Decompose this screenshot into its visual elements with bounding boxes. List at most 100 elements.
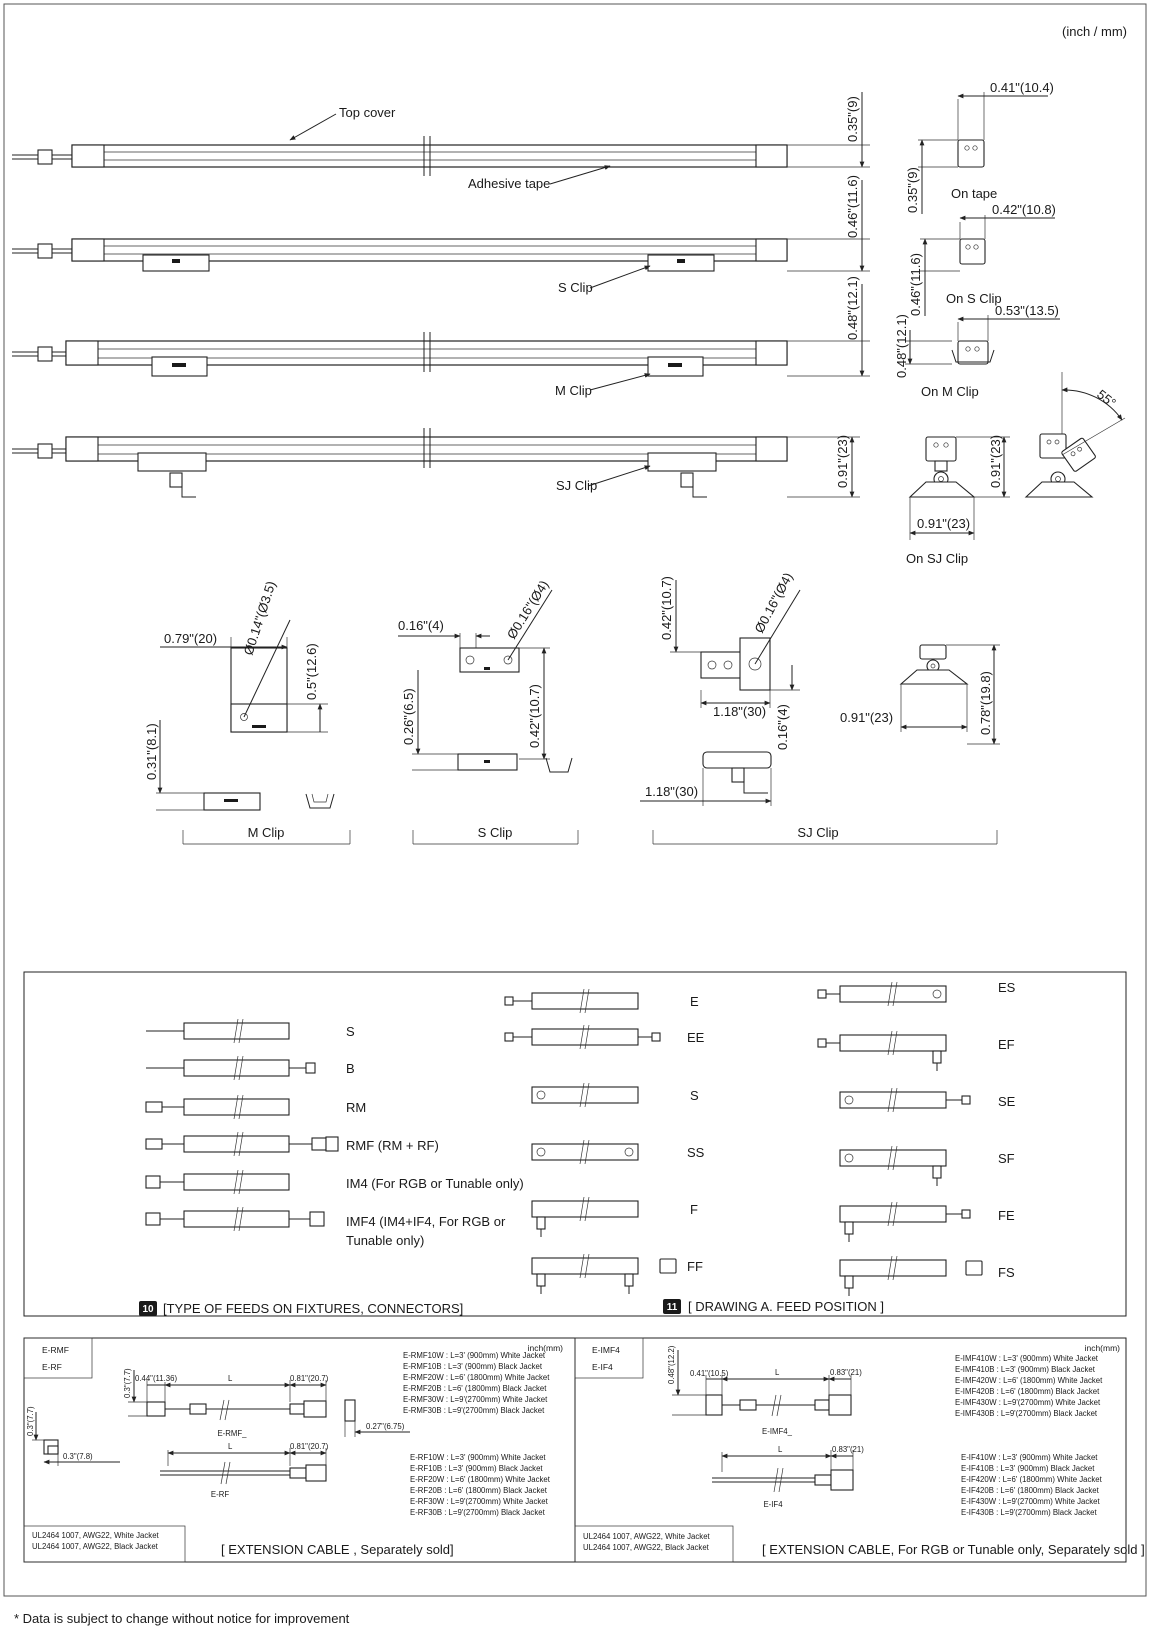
svg-text:E-IF420W : L=6' (1800mm) White: E-IF420W : L=6' (1800mm) White Jacket xyxy=(961,1475,1103,1484)
svg-text:E-RF10B : L=3' (900mm) Black: E-RF10B : L=3' (900mm) Black Jacket xyxy=(410,1464,543,1473)
svg-text:SE: SE xyxy=(998,1094,1016,1109)
label-s-clip: S Clip xyxy=(558,280,593,295)
rail-on-m-clip xyxy=(12,332,788,377)
svg-text:0.16"(4): 0.16"(4) xyxy=(398,618,444,633)
svg-text:M Clip: M Clip xyxy=(248,825,285,840)
svg-text:[ EXTENSION CABLE, For RGB or: [ EXTENSION CABLE, For RGB or Tunable on… xyxy=(762,1542,1145,1557)
svg-text:10: 10 xyxy=(142,1304,154,1315)
svg-text:0.3"(7.7): 0.3"(7.7) xyxy=(26,1406,35,1436)
rail-on-sj-clip xyxy=(12,428,788,498)
svg-text:E-RF: E-RF xyxy=(42,1362,62,1372)
svg-text:L: L xyxy=(775,1368,780,1377)
feed-connectors: S B RM RMF (RM + RF) IM4 (For RGB or Tun… xyxy=(145,1018,524,1248)
rail-on-s-clip xyxy=(12,238,788,272)
svg-text:0.83"(21): 0.83"(21) xyxy=(830,1368,862,1377)
rail-dimensions: 0.35"(9) 0.46"(11.6) 0.48"(12.1) 0.91"(2… xyxy=(787,92,870,498)
svg-text:0.48"(12.1): 0.48"(12.1) xyxy=(845,276,860,340)
svg-text:SJ Clip: SJ Clip xyxy=(797,825,838,840)
label-m-clip: M Clip xyxy=(555,383,592,398)
svg-text:E-IMF420B : L=6' (1800mm) Blac: E-IMF420B : L=6' (1800mm) Black Jacket xyxy=(955,1387,1100,1396)
svg-text:0.41"(10.4): 0.41"(10.4) xyxy=(990,80,1054,95)
section-on-tape: 0.41"(10.4) 0.35"(9) On tape xyxy=(905,80,1054,214)
svg-text:UL2464 1007, AWG22, Black Jack: UL2464 1007, AWG22, Black Jacket xyxy=(583,1543,710,1552)
svg-text:S: S xyxy=(346,1024,355,1039)
svg-text:Tunable only): Tunable only) xyxy=(346,1233,424,1248)
svg-text:On tape: On tape xyxy=(951,186,997,201)
svg-text:E-RMF30W : L=9'(2700mm) White: E-RMF30W : L=9'(2700mm) White Jacket xyxy=(403,1395,548,1404)
svg-text:RM: RM xyxy=(346,1100,366,1115)
page-frame xyxy=(3,3,1147,1597)
svg-text:0.35"(9): 0.35"(9) xyxy=(845,96,860,142)
svg-text:On SJ Clip: On SJ Clip xyxy=(906,551,968,566)
svg-text:E-IMF410W : L=3' (900mm) Whit: E-IMF410W : L=3' (900mm) White Jacket xyxy=(955,1354,1099,1363)
svg-text:E-RMF20B : L=6' (1800mm) Black: E-RMF20B : L=6' (1800mm) Black Jacket xyxy=(403,1384,547,1393)
svg-text:[ EXTENSION CABLE , Separately: [ EXTENSION CABLE , Separately sold] xyxy=(221,1542,454,1557)
svg-text:E-IF410W : L=3' (900mm) White: E-IF410W : L=3' (900mm) White Jacket xyxy=(961,1453,1098,1462)
svg-text:0.48"(12.1): 0.48"(12.1) xyxy=(894,314,909,378)
svg-text:E-IMF4_: E-IMF4_ xyxy=(762,1427,793,1436)
label-sj-clip: SJ Clip xyxy=(556,478,597,493)
svg-text:0.53"(13.5): 0.53"(13.5) xyxy=(995,303,1059,318)
svg-text:Ø0.16"(Ø4): Ø0.16"(Ø4) xyxy=(751,570,795,635)
svg-text:E-RF20W : L=6' (1800mm) White: E-RF20W : L=6' (1800mm) White Jacket xyxy=(410,1475,551,1484)
svg-text:0.42"(10.8): 0.42"(10.8) xyxy=(992,202,1056,217)
clip-sj-detail: 0.42"(10.7) Ø0.16"(Ø4) 1.18"(30) 0.16"(4… xyxy=(640,570,1000,845)
svg-text:SF: SF xyxy=(998,1151,1015,1166)
svg-text:E-IF430B : L=9'(2700mm) Black: E-IF430B : L=9'(2700mm) Black Jacket xyxy=(961,1508,1097,1517)
svg-text:E-RMF: E-RMF xyxy=(42,1345,69,1355)
svg-text:E: E xyxy=(690,994,699,1009)
svg-text:E-IF4: E-IF4 xyxy=(592,1362,613,1372)
svg-text:55°: 55° xyxy=(1094,387,1119,411)
svg-text:B: B xyxy=(346,1061,355,1076)
svg-text:0.91"(23): 0.91"(23) xyxy=(988,435,1003,488)
svg-text:0.3"(7.7): 0.3"(7.7) xyxy=(123,1368,132,1398)
svg-text:FS: FS xyxy=(998,1265,1015,1280)
svg-text:L: L xyxy=(228,1442,233,1451)
svg-text:S Clip: S Clip xyxy=(478,825,513,840)
svg-text:IM4 (For RGB or Tunable only): IM4 (For RGB or Tunable only) xyxy=(346,1176,524,1191)
svg-text:0.26"(6.5): 0.26"(6.5) xyxy=(401,688,416,745)
svg-text:0.48"(12.2): 0.48"(12.2) xyxy=(667,1345,676,1384)
svg-text:E-RF30W : L=9'(2700mm) White J: E-RF30W : L=9'(2700mm) White Jacket xyxy=(410,1497,549,1506)
svg-text:inch(mm): inch(mm) xyxy=(1085,1343,1121,1353)
svg-text:0.91"(23): 0.91"(23) xyxy=(840,710,893,725)
svg-text:0.42"(10.7): 0.42"(10.7) xyxy=(659,576,674,640)
rail-on-tape xyxy=(12,136,788,176)
svg-text:E-RMF_: E-RMF_ xyxy=(217,1429,247,1438)
clip-m-detail: 0.79"(20) Ø0.14"(Ø3.5) 0.5"(12.6) 0.31"(… xyxy=(144,579,351,845)
svg-text:UL2464 1007, AWG22, Black Jack: UL2464 1007, AWG22, Black Jacket xyxy=(32,1542,159,1551)
svg-text:E-RMF20W : L=6' (1800mm) White: E-RMF20W : L=6' (1800mm) White Jacket xyxy=(403,1373,550,1382)
svg-text:EF: EF xyxy=(998,1037,1015,1052)
svg-text:E-IF420B : L=6' (1800mm) Black: E-IF420B : L=6' (1800mm) Black Jacket xyxy=(961,1486,1100,1495)
feed-box-captions: 10 [TYPE OF FEEDS ON FIXTURES, CONNECTOR… xyxy=(139,1299,884,1316)
svg-text:E-IMF430W : L=9'(2700mm) White: E-IMF430W : L=9'(2700mm) White Jacket xyxy=(955,1398,1101,1407)
svg-text:0.91"(23): 0.91"(23) xyxy=(917,516,970,531)
svg-text:[ DRAWING A. FEED POSITION ]: [ DRAWING A. FEED POSITION ] xyxy=(688,1299,884,1314)
svg-text:0.83"(21): 0.83"(21) xyxy=(832,1445,864,1454)
svg-text:ES: ES xyxy=(998,980,1016,995)
svg-text:0.42"(10.7): 0.42"(10.7) xyxy=(527,684,542,748)
svg-text:E-IF430W : L=9'(2700mm) White: E-IF430W : L=9'(2700mm) White Jacket xyxy=(961,1497,1100,1506)
svg-text:0.35"(9): 0.35"(9) xyxy=(905,167,920,213)
svg-text:UL2464 1007, AWG22, White Jack: UL2464 1007, AWG22, White Jacket xyxy=(32,1531,160,1540)
svg-text:0.46"(11.6): 0.46"(11.6) xyxy=(845,175,860,238)
svg-text:E-RF30B : L=9'(2700mm) Black J: E-RF30B : L=9'(2700mm) Black Jacket xyxy=(410,1508,546,1517)
feed-positions-mid: E EE S SS F FF xyxy=(504,988,705,1294)
svg-text:E-RMF10B : L=3' (900mm) Black: E-RMF10B : L=3' (900mm) Black Jacket xyxy=(403,1362,543,1371)
feed-types-box xyxy=(23,971,1127,1317)
section-on-sj-clip: 0.91"(23) 0.91"(23) On SJ Clip 55° xyxy=(906,372,1126,566)
svg-text:Ø0.16"(Ø4): Ø0.16"(Ø4) xyxy=(504,578,552,642)
svg-text:E-IMF430B : L=9'(2700mm) Black: E-IMF430B : L=9'(2700mm) Black Jacket xyxy=(955,1409,1098,1418)
svg-text:L: L xyxy=(778,1445,783,1454)
section-on-s-clip: 0.42"(10.8) 0.46"(11.6) On S Clip xyxy=(908,202,1056,316)
svg-text:0.5"(12.6): 0.5"(12.6) xyxy=(304,643,319,700)
svg-text:L: L xyxy=(228,1374,233,1383)
svg-text:0.78"(19.8): 0.78"(19.8) xyxy=(978,671,993,735)
svg-text:UL2464 1007, AWG22, White Jack: UL2464 1007, AWG22, White Jacket xyxy=(583,1532,711,1541)
label-adhesive-tape: Adhesive tape xyxy=(468,176,550,191)
svg-text:On S Clip: On S Clip xyxy=(946,291,1002,306)
svg-text:1.18"(30): 1.18"(30) xyxy=(713,704,766,719)
svg-text:0.46"(11.6): 0.46"(11.6) xyxy=(908,253,923,316)
svg-text:E-IF4: E-IF4 xyxy=(763,1500,783,1509)
